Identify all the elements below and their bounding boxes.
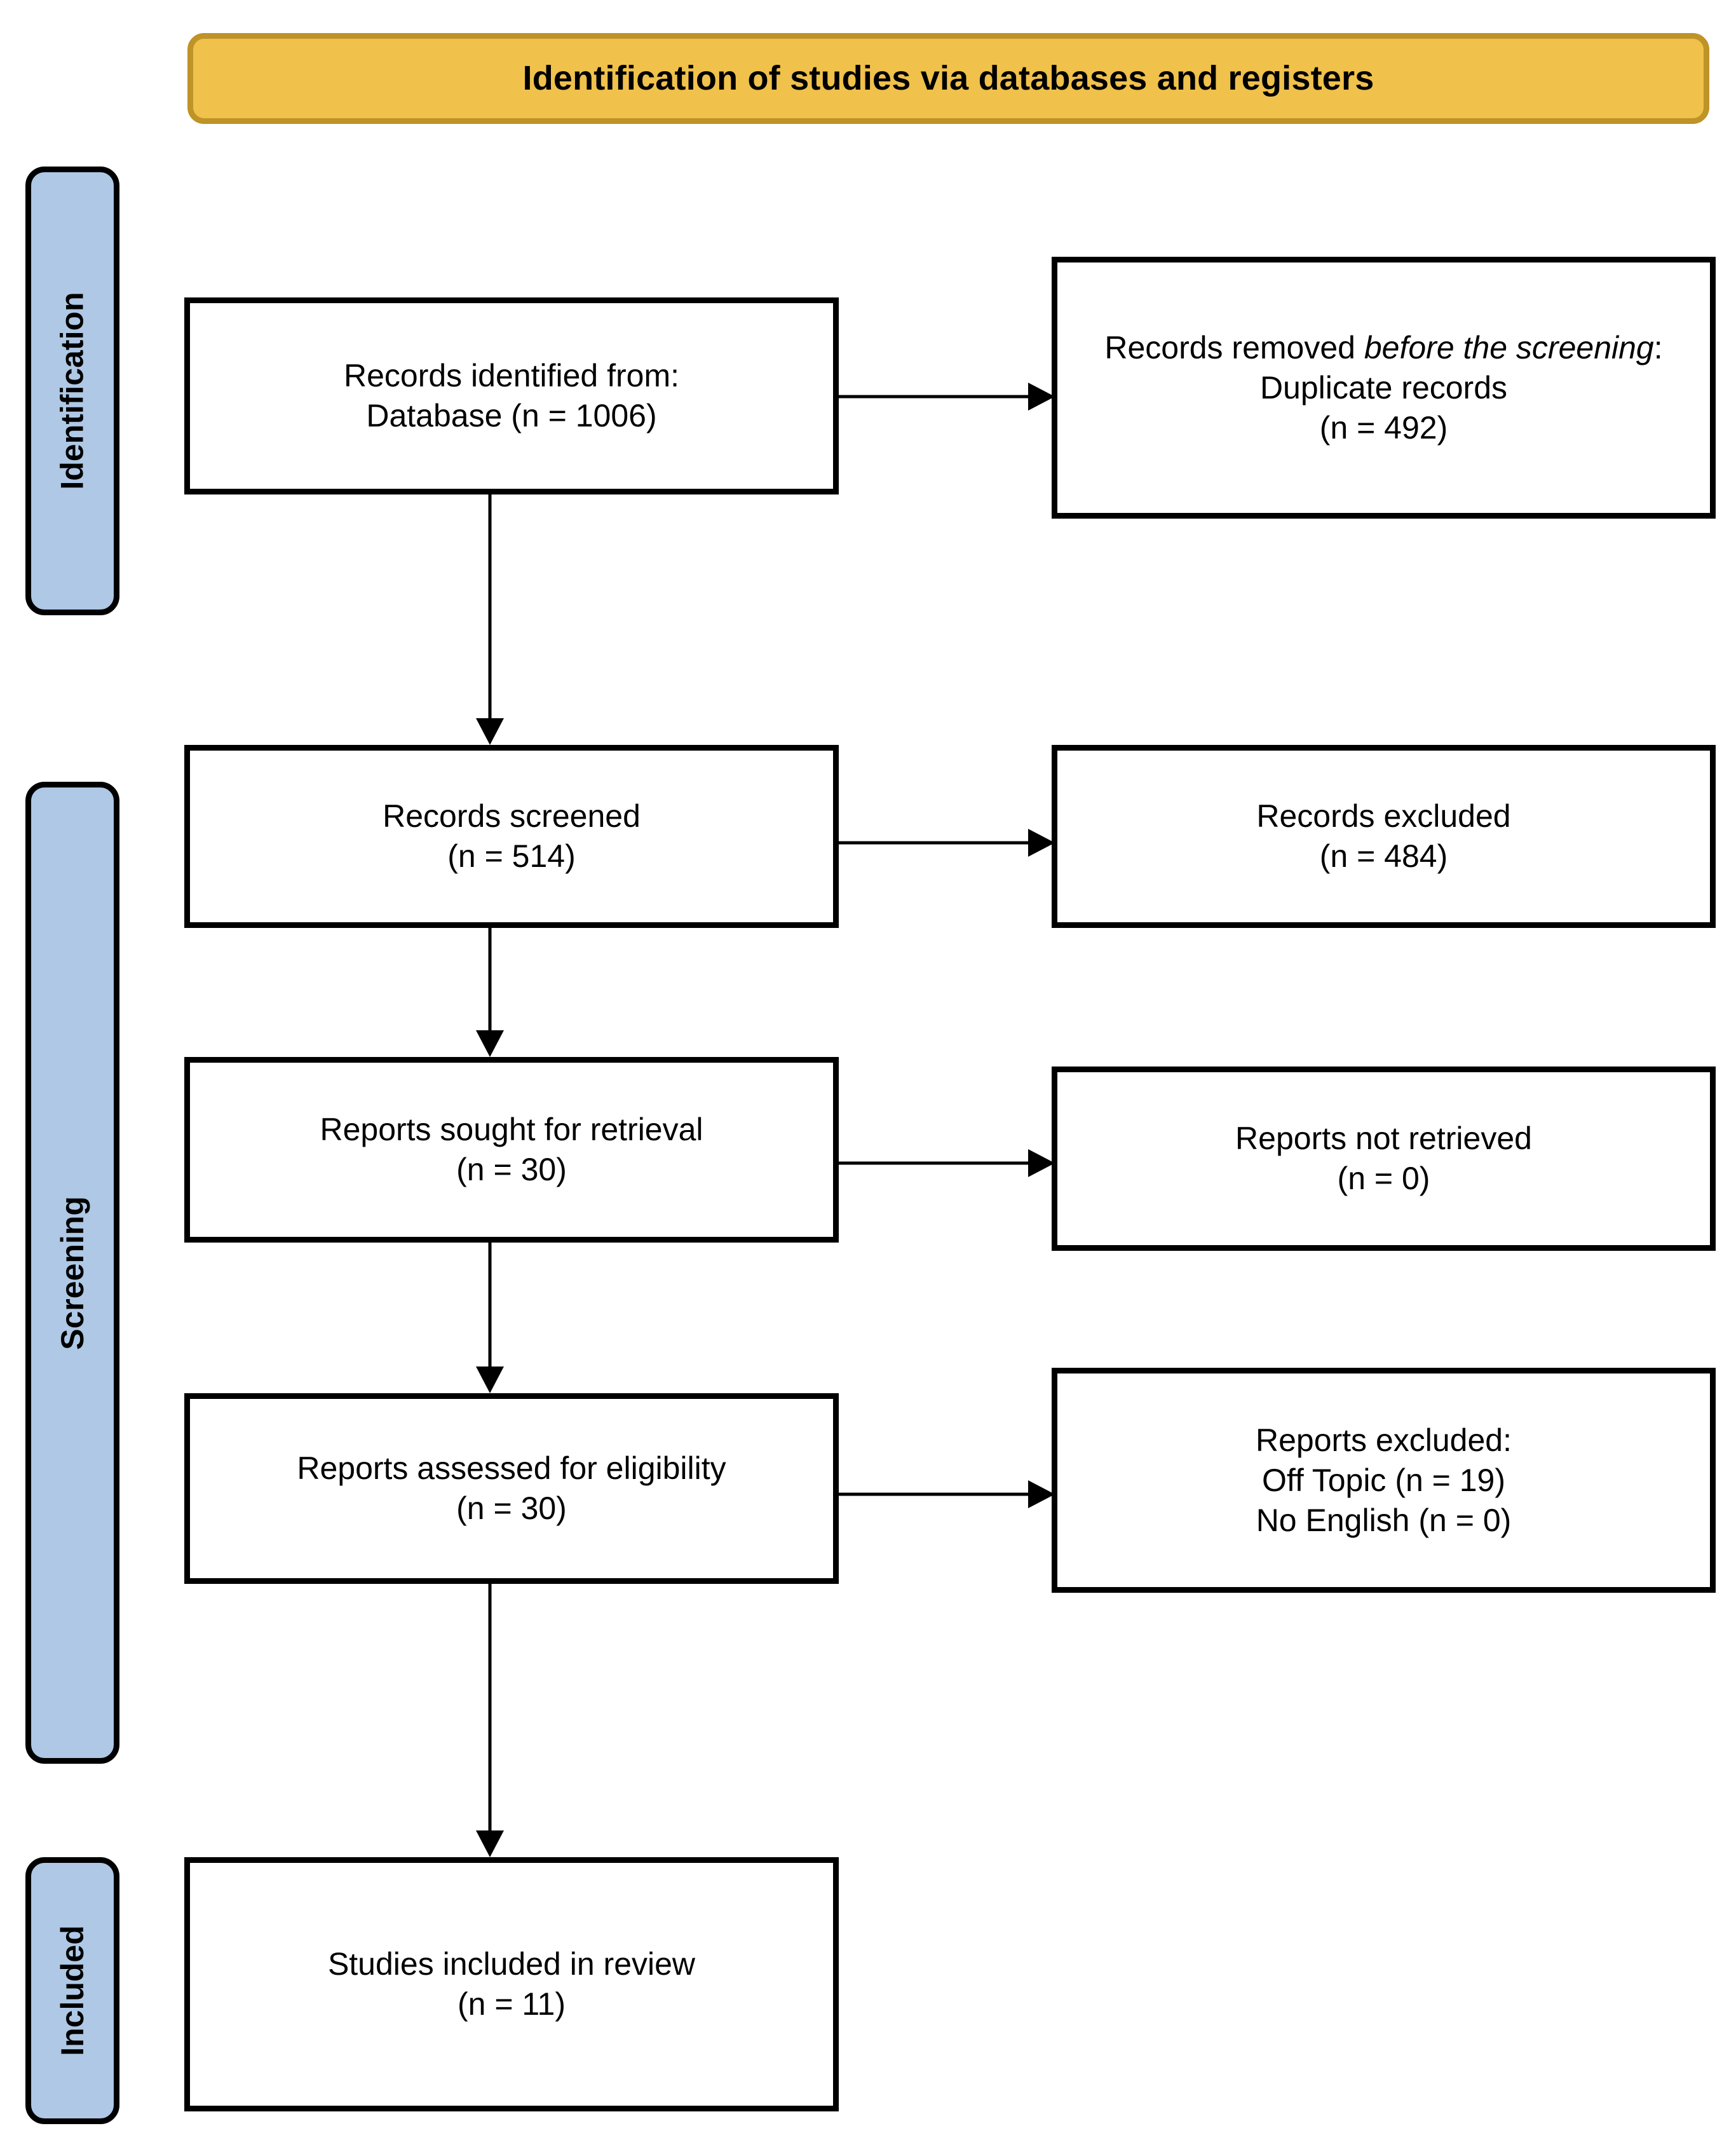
node-records-excluded-line2: (n = 484) [1319,838,1448,874]
node-records-removed-line3: (n = 492) [1319,409,1448,446]
node-studies-included-line2: (n = 11) [457,1986,566,2022]
node-studies-included-line1: Studies included in review [327,1946,696,1982]
node-reports-not-retrieved-line2: (n = 0) [1337,1161,1430,1196]
stage-label-included: Included [25,1857,119,2124]
node-reports-assessed-line2: (n = 30) [456,1490,567,1526]
arrow-down-icon-assessed-to-included [471,1584,509,1857]
diagram-header-banner: Identification of studies via databases … [187,33,1709,124]
stage-label-included-text: Included [55,1925,91,2056]
node-records-identified-line1: Records identified from: [343,358,679,393]
node-reports-excluded-line2: Off Topic (n = 19) [1261,1462,1506,1498]
node-records-screened-line1: Records screened [383,798,641,834]
node-reports-not-retrieved-line1: Reports not retrieved [1235,1121,1532,1156]
node-records-screened: Records screened (n = 514) [184,745,839,928]
node-records-removed-prefix: Records removed [1104,329,1364,365]
node-records-screened-line2: (n = 514) [447,838,576,874]
node-reports-excluded-line3: No English (n = 0) [1256,1502,1512,1538]
node-reports-sought-text: Reports sought for retrieval (n = 30) [320,1110,703,1190]
arrow-right-icon-screened-to-excluded [839,824,1055,862]
arrow-right-icon-assessed-to-reports-excluded [839,1475,1055,1513]
node-reports-sought: Reports sought for retrieval (n = 30) [184,1057,839,1243]
node-records-excluded-line1: Records excluded [1256,798,1511,834]
node-reports-excluded-text: Reports excluded: Off Topic (n = 19) No … [1256,1421,1512,1541]
node-records-removed-line2: Duplicate records [1259,369,1508,406]
node-records-identified-text: Records identified from: Database (n = 1… [344,356,679,436]
node-records-removed-italic: before the screening [1364,329,1654,365]
node-records-removed-line1: Records removed before the screening: [1104,328,1662,368]
node-studies-included-text: Studies included in review (n = 11) [328,1944,695,2024]
arrow-down-icon-screened-to-sought [471,928,509,1057]
node-reports-assessed: Reports assessed for eligibility (n = 30… [184,1393,839,1584]
node-records-identified-line2: Database (n = 1006) [366,398,657,433]
node-records-removed-suffix: : [1653,329,1663,365]
node-records-screened-text: Records screened (n = 514) [383,796,641,876]
stage-label-screening: Screening [25,782,119,1764]
arrow-down-icon-sought-to-assessed [471,1243,509,1393]
node-reports-not-retrieved: Reports not retrieved (n = 0) [1052,1067,1716,1251]
node-records-removed-text: Records removed before the screening: Du… [1104,328,1662,448]
stage-label-screening-text: Screening [55,1196,90,1350]
node-records-excluded-text: Records excluded (n = 484) [1256,796,1510,876]
arrow-right-icon-sought-to-not-retrieved [839,1144,1055,1182]
arrow-right-icon-identified-to-removed [839,378,1055,416]
page-title: Identification of studies via databases … [522,58,1374,97]
node-records-removed: Records removed before the screening: Du… [1052,257,1716,519]
node-reports-excluded: Reports excluded: Off Topic (n = 19) No … [1052,1368,1716,1593]
node-reports-assessed-text: Reports assessed for eligibility (n = 30… [297,1448,726,1529]
node-records-excluded: Records excluded (n = 484) [1052,745,1716,928]
node-reports-not-retrieved-text: Reports not retrieved (n = 0) [1235,1119,1532,1199]
node-reports-assessed-line1: Reports assessed for eligibility [297,1450,726,1486]
node-records-identified: Records identified from: Database (n = 1… [184,297,839,494]
node-reports-sought-line2: (n = 30) [456,1152,567,1187]
stage-label-identification-text: Identification [55,292,91,490]
node-reports-sought-line1: Reports sought for retrieval [320,1112,703,1147]
stage-label-identification: Identification [25,167,119,615]
node-reports-excluded-line1: Reports excluded: [1255,1422,1512,1458]
node-studies-included: Studies included in review (n = 11) [184,1857,839,2111]
arrow-down-icon-identified-to-screened [471,494,509,745]
